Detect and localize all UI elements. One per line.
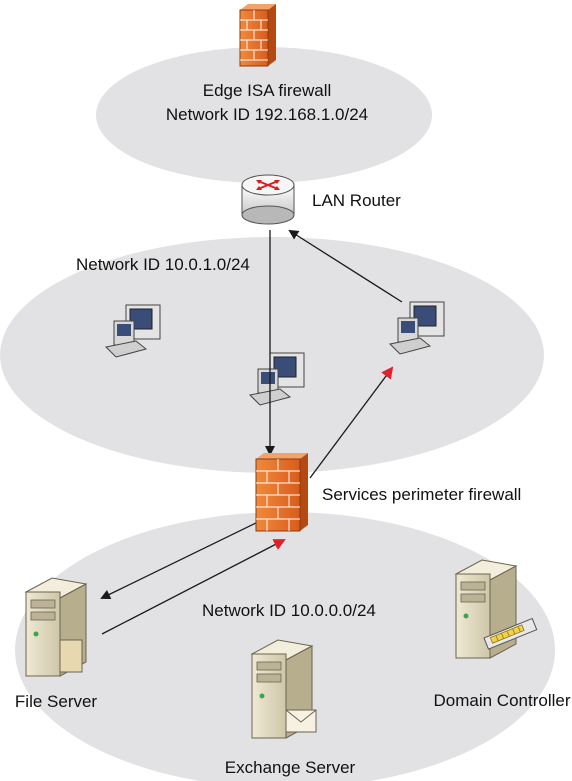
file-server-icon xyxy=(24,577,88,677)
exchange-server-icon xyxy=(250,639,317,739)
router-icon xyxy=(241,174,295,225)
domain-controller-icon xyxy=(454,559,538,659)
edge-network-title-line1: Edge ISA firewall xyxy=(203,81,332,100)
workstation-left-icon xyxy=(104,304,161,358)
perimeter-firewall-icon xyxy=(255,453,308,532)
arrow-workstation-to-router xyxy=(288,229,403,303)
middle-network-title: Network ID 10.0.1.0/24 xyxy=(76,255,250,274)
arrow-fileserver-to-perimeter xyxy=(101,539,286,635)
edge-network-ellipse xyxy=(96,47,432,183)
perimeter-firewall-label: Services perimeter firewall xyxy=(322,485,521,504)
arrow-perimeter-to-fileserver xyxy=(100,521,259,599)
workstation-right-icon xyxy=(388,301,445,355)
services-network-title: Network ID 10.0.0.0/24 xyxy=(202,601,376,620)
file-server-label: File Server xyxy=(15,692,98,711)
exchange-server-label: Exchange Server xyxy=(225,758,356,777)
edge-network-title-line2: Network ID 192.168.1.0/24 xyxy=(166,105,368,124)
router-label: LAN Router xyxy=(312,191,401,210)
arrow-perimeter-to-workstation xyxy=(309,366,394,479)
domain-controller-label: Domain Controller xyxy=(434,691,571,710)
edge-firewall-icon xyxy=(239,4,276,67)
